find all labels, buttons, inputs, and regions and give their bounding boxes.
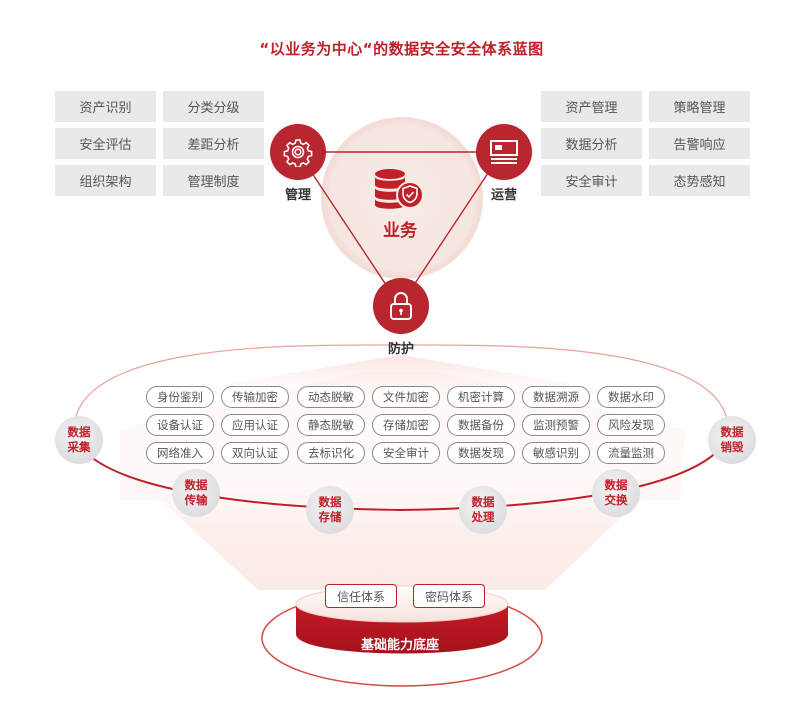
triangle-line-right	[399, 151, 503, 307]
capability-pill: 数据发现	[447, 442, 515, 464]
management-label: 管理	[284, 188, 311, 203]
protection-fan	[160, 355, 640, 395]
capability-pill: 数据溯源	[522, 386, 590, 408]
management-item: 管理制度	[163, 165, 264, 196]
funnel-shape	[150, 490, 650, 590]
management-node	[270, 124, 326, 180]
lifecycle-stage-destroy: 数据销毁	[708, 416, 756, 464]
lifecycle-stage-exchange: 数据交换	[592, 469, 640, 517]
lock-icon	[390, 292, 412, 320]
management-item: 差距分析	[163, 128, 264, 159]
capability-pill: 风险发现	[597, 414, 665, 436]
lifecycle-stage-process: 数据处理	[459, 486, 507, 534]
operations-label: 运营	[490, 188, 517, 203]
capability-pill: 双向认证	[221, 442, 289, 464]
capability-pill: 安全审计	[372, 442, 440, 464]
capability-pill: 存储加密	[372, 414, 440, 436]
capability-pill: 应用认证	[221, 414, 289, 436]
capability-pill: 设备认证	[146, 414, 214, 436]
operations-item: 告警响应	[649, 128, 750, 159]
capability-pill: 传输加密	[221, 386, 289, 408]
capability-pill: 文件加密	[372, 386, 440, 408]
capability-pill: 网络准入	[146, 442, 214, 464]
triangle-line-left	[297, 151, 401, 307]
operations-node	[476, 124, 532, 180]
management-item: 分类分级	[163, 91, 264, 122]
database-shield-icon	[375, 169, 424, 209]
business-icon	[372, 168, 428, 216]
capability-pill: 数据备份	[447, 414, 515, 436]
capability-pill: 身份鉴别	[146, 386, 214, 408]
gear-icon	[283, 139, 313, 167]
protection-node	[373, 278, 429, 334]
crypto-system-box: 密码体系	[413, 584, 485, 608]
operations-item: 数据分析	[541, 128, 642, 159]
capability-pill: 静态脱敏	[297, 414, 365, 436]
operations-item: 策略管理	[649, 91, 750, 122]
monitor-icon	[490, 140, 518, 164]
page-title: “以业务为中心“的数据安全安全体系蓝图	[259, 40, 544, 58]
capability-pill: 敏感识别	[522, 442, 590, 464]
management-item: 安全评估	[55, 128, 156, 159]
lifecycle-stage-collect: 数据采集	[55, 416, 103, 464]
capability-pill: 机密计算	[447, 386, 515, 408]
capability-pill: 监测预警	[522, 414, 590, 436]
capability-pill: 去标识化	[297, 442, 365, 464]
foundation-label: 基础能力底座	[360, 638, 439, 653]
lifecycle-stage-store: 数据存储	[306, 486, 354, 534]
lifecycle-stage-transmit: 数据传输	[172, 469, 220, 517]
capability-pill: 动态脱敏	[297, 386, 365, 408]
lifecycle-arc	[74, 437, 729, 512]
capability-pill: 数据水印	[597, 386, 665, 408]
business-label: 业务	[383, 221, 417, 241]
management-item: 资产识别	[55, 91, 156, 122]
management-item: 组织架构	[55, 165, 156, 196]
trust-system-box: 信任体系	[325, 584, 397, 608]
operations-item: 资产管理	[541, 91, 642, 122]
protection-label: 防护	[387, 342, 414, 357]
operations-item: 安全审计	[541, 165, 642, 196]
operations-item: 态势感知	[649, 165, 750, 196]
ellipse-top-arc	[73, 344, 729, 439]
capability-pill: 流量监测	[597, 442, 665, 464]
